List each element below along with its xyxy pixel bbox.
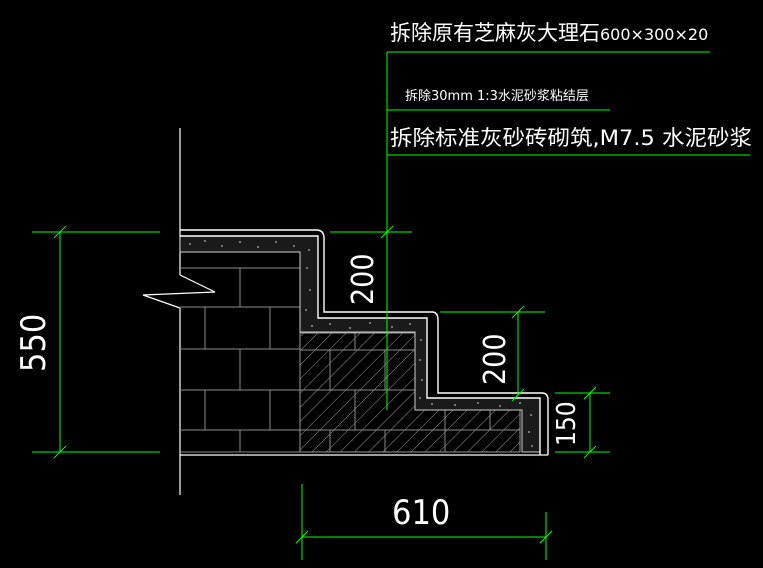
note-remove-marble: 拆除原有芝麻灰大理石600×300×20 <box>390 21 708 45</box>
dim-total-height: 550 <box>14 314 54 372</box>
marble-finish-layer <box>180 229 549 455</box>
brick-masonry-upper <box>180 251 301 453</box>
wall-outline <box>142 128 216 495</box>
dim-step2-rise: 200 <box>478 333 513 385</box>
note-leader <box>386 51 750 410</box>
note-remove-marble-size: 600×300×20 <box>600 25 708 44</box>
dimension-lines <box>32 225 610 560</box>
brick-masonry-hatched <box>299 332 521 453</box>
dim-step3-rise: 150 <box>552 401 582 446</box>
material-notes: 拆除原有芝麻灰大理石600×300×20 拆除30mm 1:3水泥砂浆粘结层 拆… <box>390 21 752 150</box>
note-remove-brick: 拆除标准灰砂砖砌筑,M7.5 水泥砂浆 <box>390 126 752 150</box>
dim-total-width: 610 <box>392 493 450 533</box>
note-remove-marble-main: 拆除原有芝麻灰大理石 <box>390 21 600 45</box>
dim-step1-rise: 200 <box>346 253 381 305</box>
note-remove-mortar-bed: 拆除30mm 1:3水泥砂浆粘结层 <box>405 89 589 104</box>
dimension-labels: 550 200 200 150 610 <box>14 253 582 533</box>
